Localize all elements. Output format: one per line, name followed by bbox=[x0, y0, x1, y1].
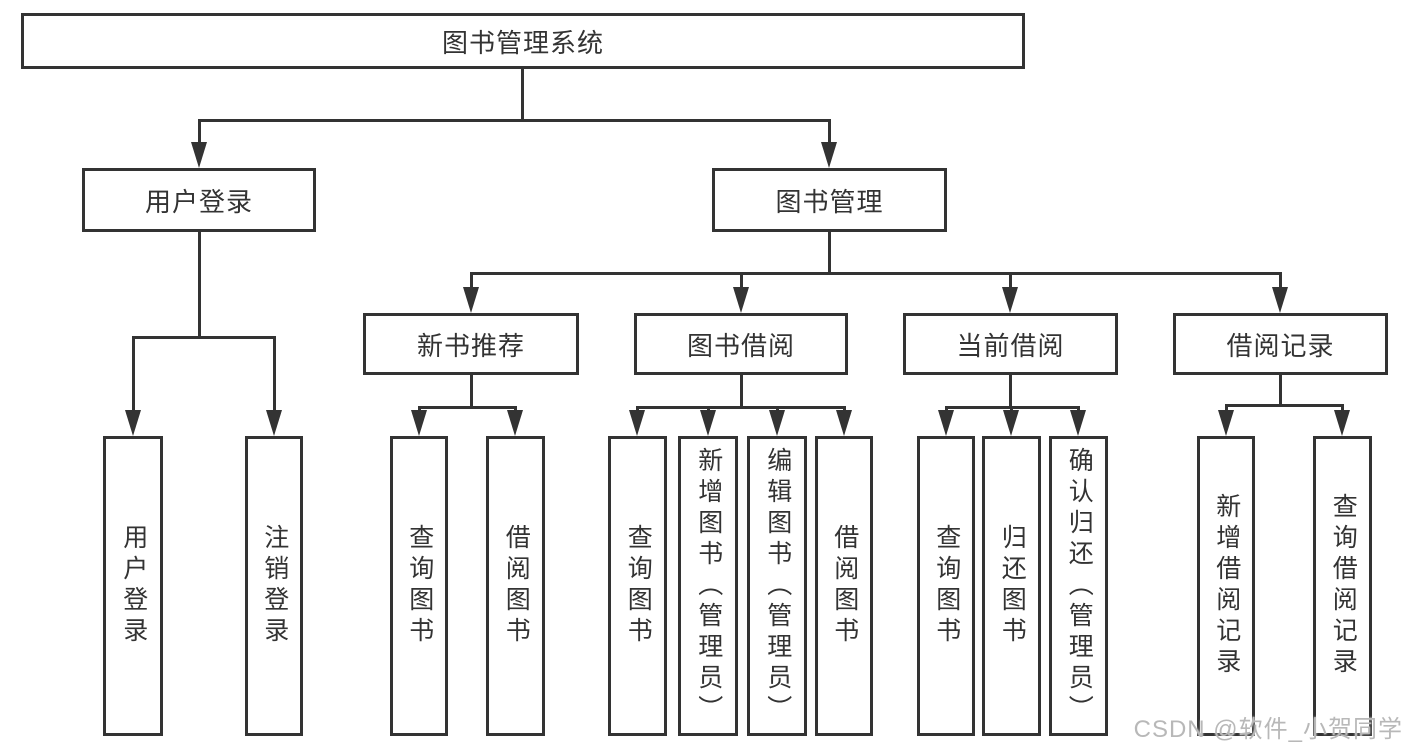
arrow-to-book-borrow bbox=[733, 272, 749, 313]
node-leaf-add-record: 新增借阅记录 bbox=[1197, 436, 1255, 736]
node-new-book-rec: 新书推荐 bbox=[363, 313, 579, 375]
node-label: 确认归还（管理员） bbox=[1065, 446, 1094, 726]
arrow-to-leaf-logout bbox=[266, 336, 282, 436]
node-label: 查询图书 bbox=[405, 524, 434, 648]
arrow-to-leaf-query-record bbox=[1334, 404, 1350, 436]
node-leaf-query-book-2: 查询图书 bbox=[608, 436, 667, 736]
arrow-to-borrow-records bbox=[1272, 272, 1288, 313]
arrow-to-user-login bbox=[191, 119, 207, 168]
edge-user-login-stub bbox=[198, 232, 201, 336]
rail-level2 bbox=[198, 119, 831, 122]
node-leaf-query-book-1: 查询图书 bbox=[390, 436, 448, 736]
node-label: 编辑图书（管理员） bbox=[763, 446, 792, 726]
rail-book-borrow bbox=[636, 406, 846, 409]
node-root: 图书管理系统 bbox=[21, 13, 1025, 69]
node-leaf-borrow-book-1: 借阅图书 bbox=[486, 436, 545, 736]
node-leaf-user-login: 用户登录 bbox=[103, 436, 163, 736]
rail-borrow-records bbox=[1225, 404, 1344, 407]
node-label: 查询图书 bbox=[932, 524, 961, 648]
node-label: 新增图书（管理员） bbox=[694, 446, 723, 726]
node-label: 借阅图书 bbox=[502, 524, 531, 648]
rail-user-login bbox=[132, 336, 276, 339]
arrow-to-leaf-add-book bbox=[700, 406, 716, 436]
rail-level3 bbox=[470, 272, 1282, 275]
node-leaf-return-book: 归还图书 bbox=[982, 436, 1041, 736]
node-label: 新增借阅记录 bbox=[1212, 493, 1241, 679]
node-leaf-query-book-3: 查询图书 bbox=[917, 436, 975, 736]
arrow-to-leaf-query-book-3 bbox=[938, 406, 954, 436]
edge-book-mgmt-stub bbox=[828, 232, 831, 272]
arrow-to-leaf-query-book-2 bbox=[629, 406, 645, 436]
arrow-to-leaf-return-book bbox=[1003, 406, 1019, 436]
arrow-to-leaf-borrow-book-1 bbox=[507, 406, 523, 436]
node-book-mgmt: 图书管理 bbox=[712, 168, 947, 232]
node-leaf-borrow-book-2: 借阅图书 bbox=[815, 436, 873, 736]
node-label: 用户登录 bbox=[119, 524, 148, 648]
arrow-to-leaf-confirm-return bbox=[1070, 406, 1086, 436]
arrow-to-leaf-query-book-1 bbox=[411, 406, 427, 436]
node-book-borrow: 图书借阅 bbox=[634, 313, 848, 375]
node-current-borrow: 当前借阅 bbox=[903, 313, 1118, 375]
edge-current-borrow-stub bbox=[1009, 375, 1012, 406]
arrow-to-book-mgmt bbox=[821, 119, 837, 168]
node-label: 借阅图书 bbox=[830, 524, 859, 648]
arrow-to-new-book bbox=[463, 272, 479, 313]
node-leaf-query-record: 查询借阅记录 bbox=[1313, 436, 1372, 736]
node-user-login: 用户登录 bbox=[82, 168, 316, 232]
edge-book-borrow-stub bbox=[740, 375, 743, 406]
node-label: 归还图书 bbox=[998, 524, 1027, 648]
arrow-to-current-borrow bbox=[1002, 272, 1018, 313]
edge-root-stub bbox=[521, 69, 524, 119]
arrow-to-leaf-borrow-book-2 bbox=[836, 406, 852, 436]
edge-borrow-records-stub bbox=[1279, 375, 1282, 404]
node-label: 查询图书 bbox=[624, 524, 653, 648]
node-leaf-edit-book: 编辑图书（管理员） bbox=[747, 436, 807, 736]
arrow-to-leaf-edit-book bbox=[769, 406, 785, 436]
node-borrow-records: 借阅记录 bbox=[1173, 313, 1388, 375]
rail-current-borrow bbox=[945, 406, 1080, 409]
node-leaf-add-book: 新增图书（管理员） bbox=[678, 436, 738, 736]
node-leaf-confirm-return: 确认归还（管理员） bbox=[1049, 436, 1108, 736]
node-leaf-logout: 注销登录 bbox=[245, 436, 303, 736]
arrow-to-leaf-user-login bbox=[125, 336, 141, 436]
rail-new-book bbox=[418, 406, 517, 409]
node-label: 注销登录 bbox=[260, 524, 289, 648]
edge-new-book-stub bbox=[470, 375, 473, 406]
node-label: 查询借阅记录 bbox=[1329, 493, 1358, 679]
arrow-to-leaf-add-record bbox=[1218, 404, 1234, 436]
